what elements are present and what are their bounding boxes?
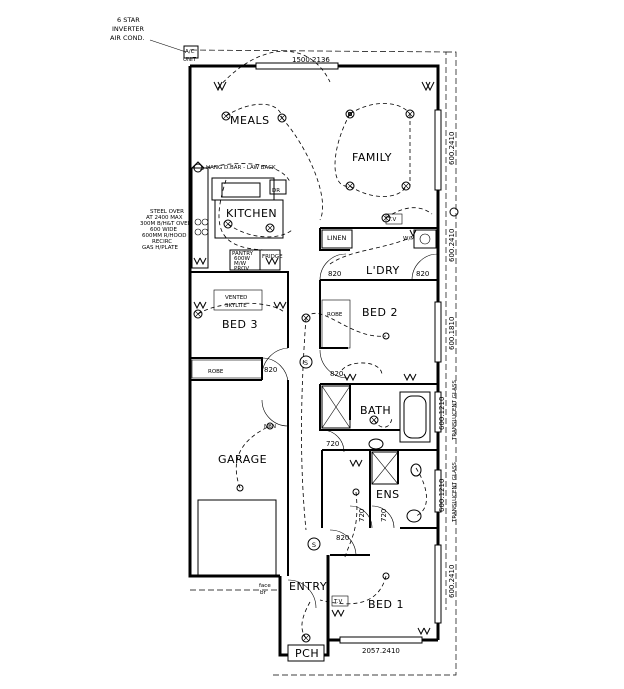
room-label-bed1: BED 1 [368,598,404,611]
kitchen-note-6: RECIRC [152,239,172,245]
room-label-family: FAMILY [352,151,392,164]
dim-window-ens: 600.1210 [438,479,446,512]
ac-unit-label: A/C [185,49,195,55]
fridge-label: FRIDGE [262,254,283,260]
robe-outlines [191,299,351,379]
dim-window-bath: 600.1210 [438,397,446,430]
dr-label: DR [272,188,280,194]
aircon-note-2: INVERTER [112,25,144,33]
light-icon [345,109,355,119]
dim-door-bed3: 820 [264,366,277,374]
light-icon [401,181,411,191]
skylite-label-1: VENTED [225,295,247,301]
wm-label: W/M [403,236,415,242]
electrical-circuits [197,50,433,639]
room-label-meals: MEALS [230,114,270,127]
hang-label: HANG D.BAR - LAW BACK [206,165,276,171]
light-icon [405,109,415,119]
kitchen-note-5: 600MM R/HOOD [142,233,186,239]
wet-area-fixtures [321,229,437,523]
room-label-garage: GARAGE [218,453,267,466]
smoke-detectors: S S [299,355,321,551]
light-icon [223,219,233,229]
power-points [193,81,435,636]
room-label-entry: ENTRY [289,580,327,593]
light-icon [221,111,231,121]
smoke-symbol: S [312,541,316,549]
boundary-lines [190,49,457,676]
light-icon [277,113,287,123]
dim-door-laundry: 820 [328,270,341,278]
dim-door-bed1: 820 [336,534,349,542]
dim-window-family: 600.2410 [448,132,456,165]
dim-door-bath: 720 [326,440,339,448]
skylite-label-2: SKYLITE [225,303,247,309]
light-icon [345,181,355,191]
kitchen-note-1: STEEL OVER [150,209,184,215]
light-icon [265,223,275,233]
notes: 6 STAR INVERTER AIR COND. A/C UNIT STEEL… [110,16,458,523]
room-label-porch: PCH [295,647,319,660]
light-icon [301,633,311,643]
door-swings [261,253,439,609]
pantry-label-4: PROV [234,266,249,272]
room-label-kitchen: KITCHEN [226,207,277,220]
dim-window-ldry: 600.2410 [448,229,456,262]
room-label-bed3: BED 3 [222,318,258,331]
room-label-laundry: L'DRY [366,264,400,277]
nbn-label: NBN [264,424,276,430]
dim-door-bed2: 820 [330,370,343,378]
kitchen-note-3: 300M B/H&T OVER [140,221,192,227]
dim-window-top: 1500.2136 [292,56,330,64]
translucent-note-2: TRANSLUCENT GLASS [452,462,458,523]
light-points [236,112,390,580]
dim-window-bed1: 600.2410 [448,565,456,598]
light-icon [301,313,311,323]
aircon-note-3: AIR COND. [110,34,145,42]
ac-unit-label-2: UNIT [183,57,197,63]
pantry-label-2: 600W [234,256,250,262]
light-icon [369,415,379,425]
dim-door-ens-1: 720 [358,509,366,522]
interior-walls [190,227,438,576]
light-icon [193,309,203,319]
windows [255,62,442,644]
room-labels: MEALS FAMILY KITCHEN L'DRY LINEN BED 2 B… [218,114,404,662]
room-label-ens: ENS [376,488,400,501]
dim-window-bed2: 600.1810 [448,317,456,350]
ac-unit [149,39,199,59]
robe-label-bed3: ROBE [208,369,224,375]
exhaust-fans [190,161,459,217]
dim-window-bottom: 2057.2410 [362,647,400,655]
linen-label: LINEN [327,234,347,242]
br-label: br [260,590,266,596]
dim-door-ens-2: 720 [380,509,388,522]
room-label-bath: BATH [360,404,391,417]
smoke-symbol: S [304,359,308,367]
kitchen-note-4: 600 WIDE [150,227,178,233]
aircon-note-1: 6 STAR [117,16,140,24]
tv-label-bed1: T.V [333,599,342,605]
garage-fixtures [197,499,277,577]
room-label-bed2: BED 2 [362,306,398,319]
pantry-label-3: M/W [234,261,247,267]
fixture-labels: ROBE ROBE VENTED SKYLITE NBN DR T.V T.V … [206,165,415,607]
translucent-note-1: TRANSLUCENT GLASS [452,380,458,441]
robe-label-bed2: ROBE [327,312,343,318]
smoke-detector-icon: S [299,355,313,369]
outer-walls [188,64,440,657]
tv-label-family: T.V [387,217,396,223]
face-label: face [259,583,271,589]
light-fittings [193,109,415,643]
pantry-label-1: PANTRY [232,251,254,257]
kitchen-note-7: GAS H/PLATE [142,245,178,251]
dimensions: 1500.2136 600.2410 600.2410 600.1810 600… [264,56,456,655]
kitchen-note-2: AT 2400 MAX [146,215,183,221]
smoke-detector-icon: S [307,537,321,551]
dim-door-laundry-2: 820 [416,270,429,278]
